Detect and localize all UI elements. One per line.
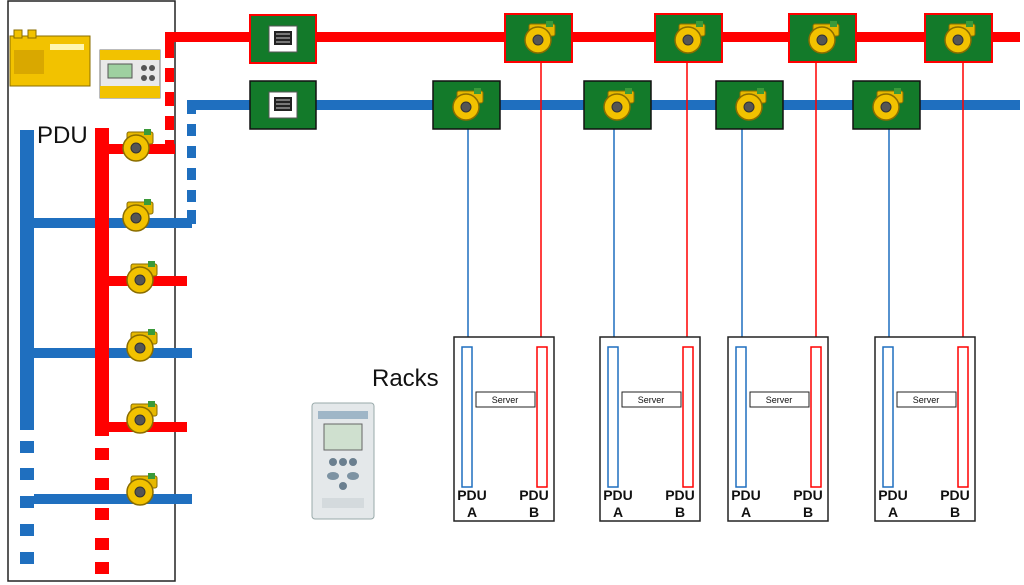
server-label: Server xyxy=(913,395,940,405)
pdu-a-label: PDU xyxy=(731,487,761,503)
pdu-b-feed: B xyxy=(675,504,685,520)
server-label: Server xyxy=(766,395,793,405)
red-feed-sensor-modules xyxy=(504,13,993,63)
pdu-panel-label: PDU xyxy=(37,122,88,149)
blue-feed-bus xyxy=(20,130,34,430)
red-riser-dashed xyxy=(165,58,174,140)
pdu-b-feed: B xyxy=(803,504,813,520)
display-panel-icon xyxy=(311,402,375,520)
pdu-b-strip xyxy=(810,346,822,488)
server-box xyxy=(896,391,957,408)
pdu-a-strip xyxy=(735,346,747,488)
pdu-b-label: PDU xyxy=(665,487,695,503)
pdu-a-strip xyxy=(461,346,473,488)
rack: Server PDU A PDU B xyxy=(453,336,555,522)
pdu-panel xyxy=(7,0,176,582)
power-meter-module xyxy=(249,14,317,64)
pdu-a-label: PDU xyxy=(603,487,633,503)
pdu-a-feed: A xyxy=(467,504,477,520)
rack: Server PDU A PDU B xyxy=(599,336,701,522)
red-feed-bus xyxy=(95,128,109,436)
pdu-b-label: PDU xyxy=(519,487,549,503)
rack: Server PDU A PDU B xyxy=(874,336,976,522)
pdu-b-feed: B xyxy=(950,504,960,520)
pdu-a-strip xyxy=(882,346,894,488)
pdu-b-label: PDU xyxy=(940,487,970,503)
rack: Server PDU A PDU B xyxy=(727,336,829,522)
pdu-a-label: PDU xyxy=(878,487,908,503)
racks-label: Racks xyxy=(372,365,439,392)
server-label: Server xyxy=(638,395,665,405)
pdu-a-feed: A xyxy=(888,504,898,520)
red-feed-bus-dashed xyxy=(95,448,109,574)
server-label: Server xyxy=(492,395,519,405)
pdu-b-strip xyxy=(536,346,548,488)
current-sensor-icon xyxy=(122,128,158,506)
pdu-a-label: PDU xyxy=(457,487,487,503)
power-meter-module xyxy=(249,80,317,130)
server-box xyxy=(749,391,810,408)
pdu-b-label: PDU xyxy=(793,487,823,503)
pdu-b-feed: B xyxy=(529,504,539,520)
pdu-a-strip xyxy=(607,346,619,488)
server-box xyxy=(621,391,682,408)
blue-feed-bus-dashed xyxy=(20,441,34,564)
monitoring-device-icon xyxy=(99,49,161,99)
server-box xyxy=(475,391,536,408)
rack-drop-lines xyxy=(467,60,964,347)
blue-feed-sensor-modules xyxy=(432,80,921,130)
monitoring-device-icon xyxy=(9,29,91,87)
red-riser xyxy=(165,36,174,154)
red-main-feed xyxy=(165,32,1020,42)
pdu-a-feed: A xyxy=(613,504,623,520)
blue-riser-dashed xyxy=(187,104,196,224)
pdu-b-strip xyxy=(682,346,694,488)
pdu-b-strip xyxy=(957,346,969,488)
pdu-a-feed: A xyxy=(741,504,751,520)
blue-feed-branches xyxy=(34,218,192,504)
